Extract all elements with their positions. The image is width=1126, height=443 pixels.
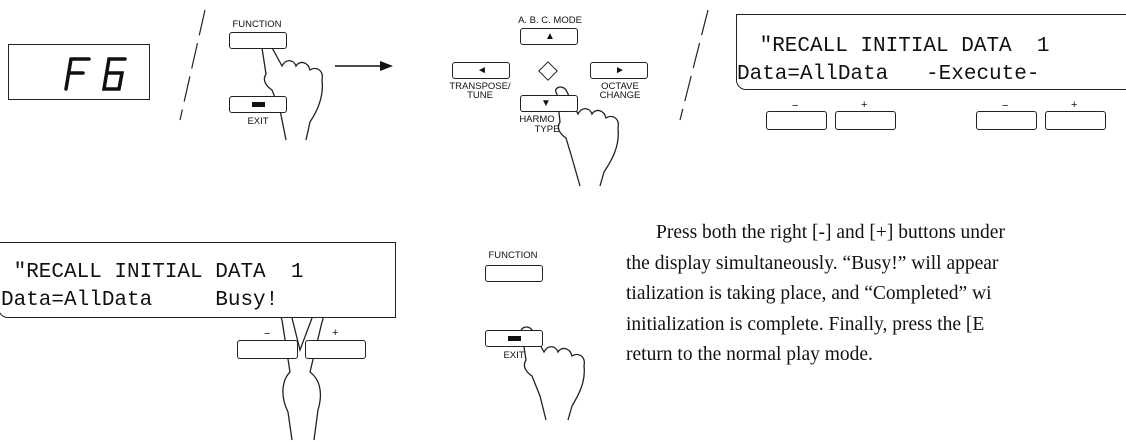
lcd-top-line2: Data=AllData -Execute- — [737, 63, 1040, 86]
right-arrow-icon: ► — [615, 65, 625, 76]
led-digits — [64, 57, 127, 91]
left-button[interactable]: ◄ — [452, 62, 510, 79]
lcd-top-right-plus-button[interactable] — [1045, 111, 1106, 130]
lcd-top-right-plus-label: + — [1071, 99, 1078, 111]
down-arrow-icon: ▼ — [541, 98, 551, 109]
lcd-display-top: "RECALL INITIAL DATA 1 Data=AllData -Exe… — [736, 14, 1126, 90]
exit-label-step1: EXIT — [247, 116, 269, 127]
up-button[interactable]: ▲ — [520, 28, 578, 45]
transpose-label-line1: TRANSPOSE/ — [449, 81, 511, 92]
right-button[interactable]: ► — [590, 62, 648, 79]
harmony-label-line2: TYPE — [534, 124, 560, 135]
octave-label-line2: CHANGE — [599, 90, 641, 101]
function-button-step1[interactable] — [229, 32, 287, 49]
lcd-bottom-plus-button[interactable] — [305, 340, 366, 359]
left-arrow-icon: ◄ — [477, 65, 487, 76]
down-button[interactable]: ▼ — [520, 95, 578, 112]
instruction-line-3: tialization is taking place, and “Comple… — [626, 283, 992, 304]
transpose-label-line2: TUNE — [467, 90, 493, 101]
instruction-line-2: the display simultaneously. “Busy!” will… — [626, 252, 999, 274]
exit-button-step1[interactable] — [229, 96, 287, 113]
function-button-step3[interactable] — [485, 265, 543, 282]
abc-mode-label: A. B. C. MODE — [518, 15, 582, 26]
led-display — [8, 44, 150, 100]
lcd-bottom-line2: Data=AllData Busy! — [1, 289, 279, 312]
instruction-paragraph: Press both the right [-] and [+] buttons… — [626, 218, 1126, 371]
lcd-top-left-minus-label: − — [792, 100, 799, 112]
lcd-top-right-minus-label: − — [1002, 100, 1009, 112]
lcd-display-bottom: "RECALL INITIAL DATA 1 Data=AllData Busy… — [0, 242, 396, 318]
lcd-top-left-minus-button[interactable] — [766, 111, 827, 130]
exit-indicator-icon-step3 — [508, 336, 521, 341]
exit-label-step3: EXIT — [503, 350, 525, 361]
lcd-bottom-minus-button[interactable] — [237, 340, 298, 359]
up-arrow-icon: ▲ — [545, 31, 555, 42]
octave-label-line1: OCTAVE — [601, 81, 639, 92]
lcd-top-left-plus-label: + — [861, 99, 868, 111]
lcd-bottom-plus-label: + — [332, 327, 339, 339]
instruction-line-1: Press both the right [-] and [+] buttons… — [656, 222, 1005, 243]
lcd-bottom-line1: "RECALL INITIAL DATA 1 — [1, 261, 304, 284]
harmony-label-line1: HARMO — [519, 114, 555, 125]
function-label-step3: FUNCTION — [488, 250, 538, 261]
instruction-line-5: return to the normal play mode. — [626, 344, 873, 365]
instruction-line-4: initialization is complete. Finally, pre… — [626, 313, 985, 335]
lcd-top-right-minus-button[interactable] — [976, 111, 1037, 130]
exit-button-step3[interactable] — [485, 330, 543, 347]
lcd-top-left-plus-button[interactable] — [835, 111, 896, 130]
exit-indicator-icon — [252, 102, 265, 107]
function-label-step1: FUNCTION — [232, 19, 282, 30]
lcd-top-line1: "RECALL INITIAL DATA 1 — [747, 35, 1050, 58]
lcd-bottom-minus-label: − — [264, 328, 271, 340]
